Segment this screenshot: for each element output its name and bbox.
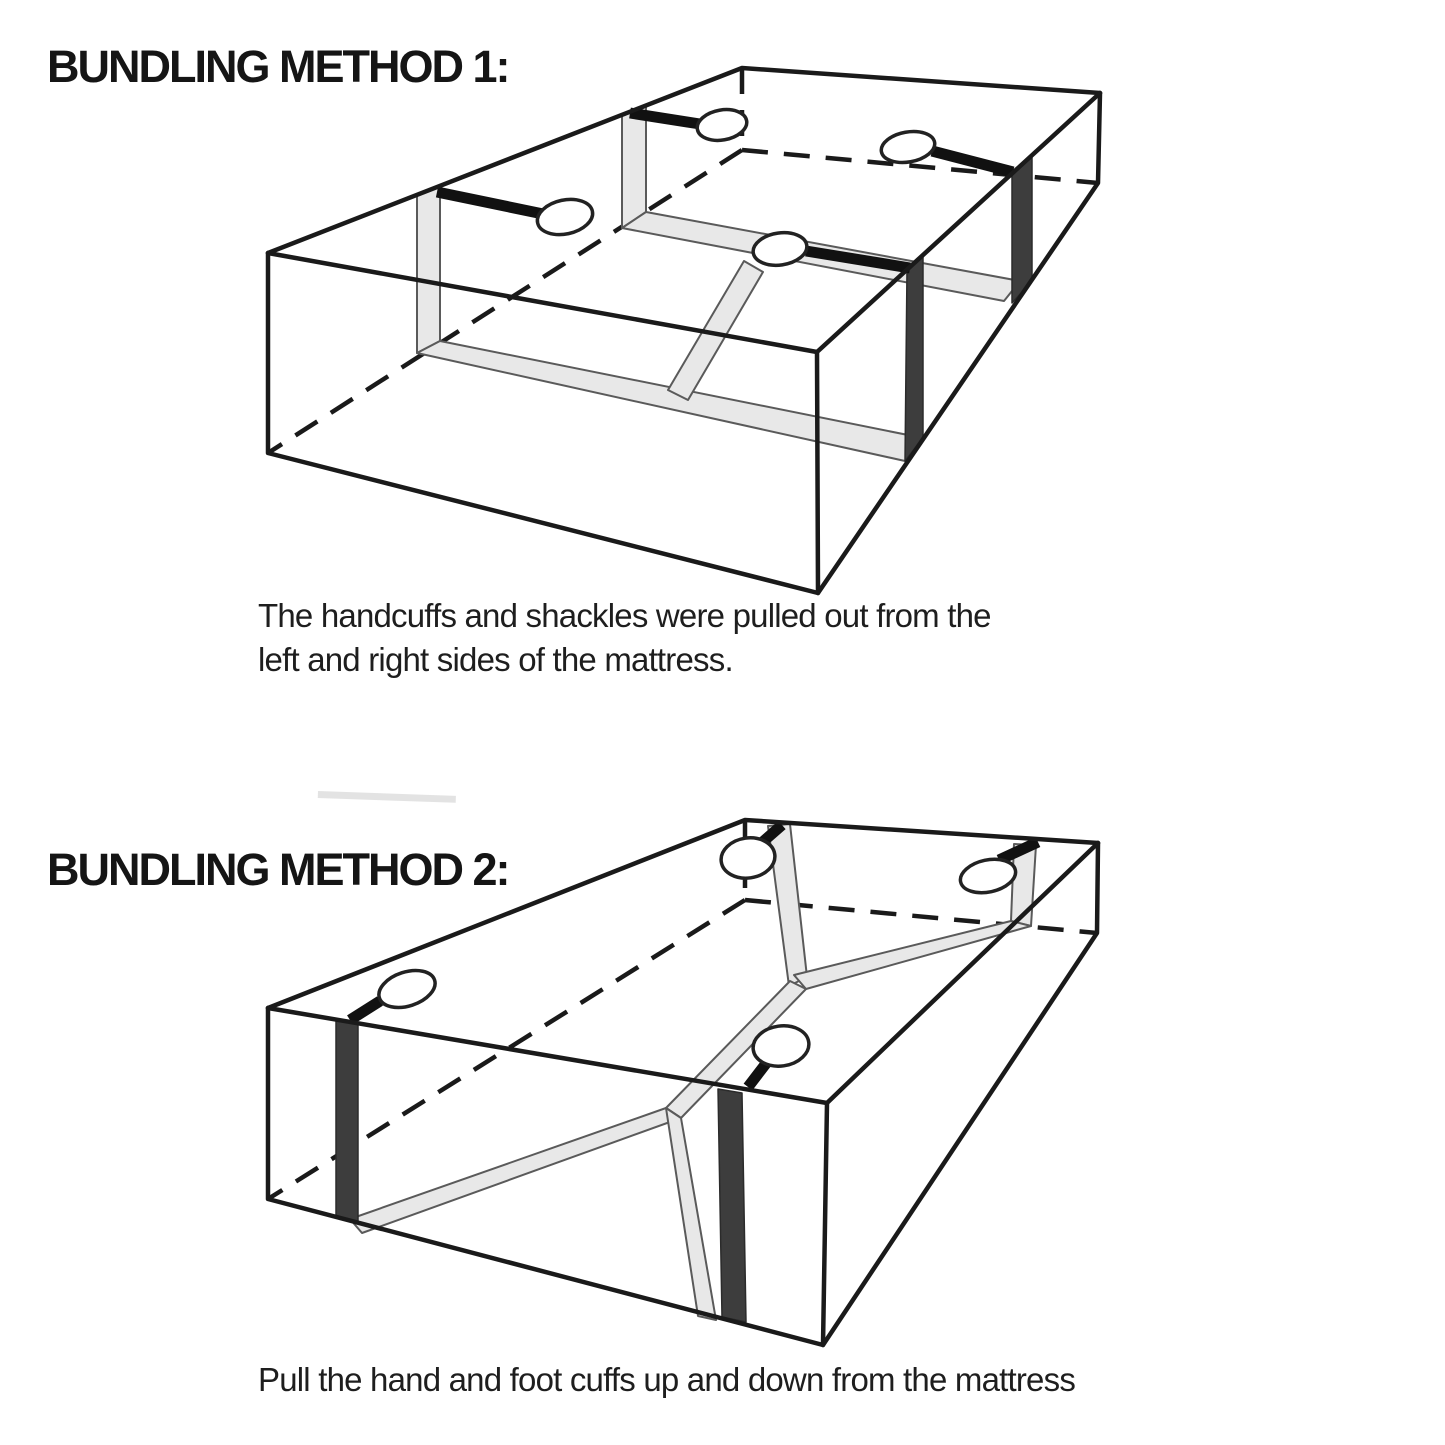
strap-band bbox=[416, 340, 924, 462]
cuff-ring bbox=[879, 129, 937, 165]
box-edge bbox=[265, 65, 1103, 256]
cuff-ring bbox=[695, 107, 749, 143]
print-smudge bbox=[317, 791, 456, 803]
method2-caption: Pull the hand and foot cuffs up and down… bbox=[258, 1361, 1076, 1398]
cuff-strap bbox=[996, 837, 1041, 865]
cuff-strap bbox=[930, 145, 1015, 178]
mattress1-cuff-rings bbox=[535, 107, 937, 268]
mattress2-strap-bands-dark bbox=[335, 1019, 747, 1323]
mattress2-cuff-rings bbox=[377, 836, 1018, 1068]
cuff-strap bbox=[435, 186, 550, 221]
hidden-edge bbox=[744, 897, 1098, 936]
strap-band bbox=[349, 1107, 682, 1234]
strap-band-dark bbox=[717, 1088, 747, 1323]
method1-caption-line2: left and right sides of the mattress. bbox=[258, 641, 734, 678]
box-edge bbox=[820, 1100, 830, 1348]
strap-band-dark bbox=[335, 1019, 359, 1223]
method1-heading: BUNDLING METHOD 1: bbox=[47, 41, 510, 92]
mattress1-wireframe bbox=[265, 65, 1103, 596]
method1-diagram bbox=[265, 65, 1103, 596]
strap-band bbox=[621, 106, 647, 229]
mattress1-hidden-edges bbox=[266, 68, 1099, 455]
strap-band bbox=[416, 186, 441, 354]
strap-band bbox=[665, 1107, 717, 1321]
hidden-edge bbox=[741, 147, 1099, 186]
cuff-strap bbox=[347, 996, 383, 1025]
cuff-strap bbox=[629, 107, 701, 130]
method1-caption-line1: The handcuffs and shackles were pulled o… bbox=[258, 597, 992, 634]
cuff-ring bbox=[535, 197, 595, 237]
strap-band bbox=[793, 920, 1032, 990]
box-edge bbox=[265, 817, 1101, 1011]
method1-caption: The handcuffs and shackles were pulled o… bbox=[258, 594, 992, 682]
box-edge bbox=[265, 90, 1103, 596]
cuff-ring bbox=[958, 857, 1018, 895]
cuff-ring bbox=[751, 230, 809, 268]
hidden-edge bbox=[266, 148, 744, 455]
box-edge bbox=[814, 349, 821, 596]
mattress2-wireframe bbox=[265, 817, 1101, 1348]
strap-band-dark bbox=[904, 255, 924, 462]
method2-diagram bbox=[265, 791, 1101, 1348]
cuff-ring bbox=[377, 968, 437, 1010]
cuff-ring bbox=[719, 836, 777, 880]
method2-heading: BUNDLING METHOD 2: bbox=[47, 844, 510, 895]
cuff-strap bbox=[805, 245, 911, 274]
mattress1-cuff-straps bbox=[435, 107, 1015, 274]
cuff-ring bbox=[751, 1024, 811, 1068]
strap-band bbox=[667, 260, 764, 401]
